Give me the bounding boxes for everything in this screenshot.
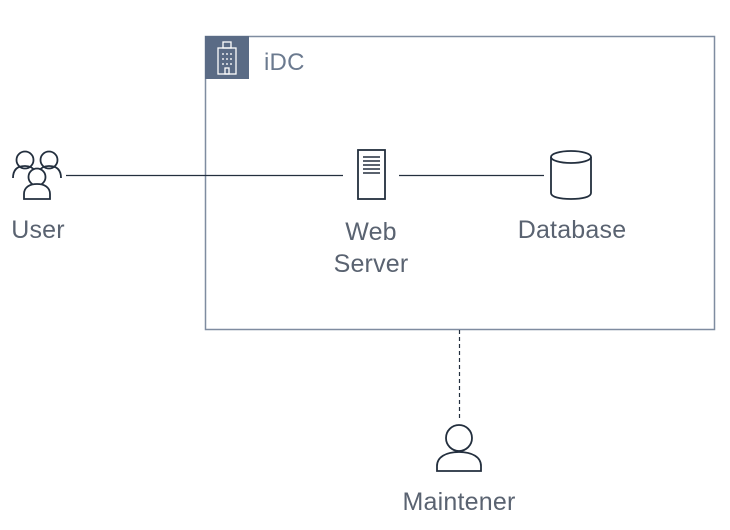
- user-label: User: [11, 216, 65, 244]
- users-icon: [12, 150, 62, 200]
- web-server-label: Web Server: [334, 216, 409, 280]
- idc-group-box: [204, 35, 716, 331]
- web-server-label-line1: Web: [345, 218, 397, 246]
- idc-header-badge: [205, 36, 249, 79]
- web-server-label-line2: Server: [333, 250, 409, 278]
- server-icon: [357, 149, 386, 200]
- building-icon: [217, 41, 237, 75]
- idc-group-label: iDC: [264, 49, 305, 76]
- person-icon: [436, 424, 482, 472]
- maintainer-label: Maintener: [402, 488, 516, 516]
- database-icon: [550, 150, 592, 200]
- database-label: Database: [517, 216, 627, 244]
